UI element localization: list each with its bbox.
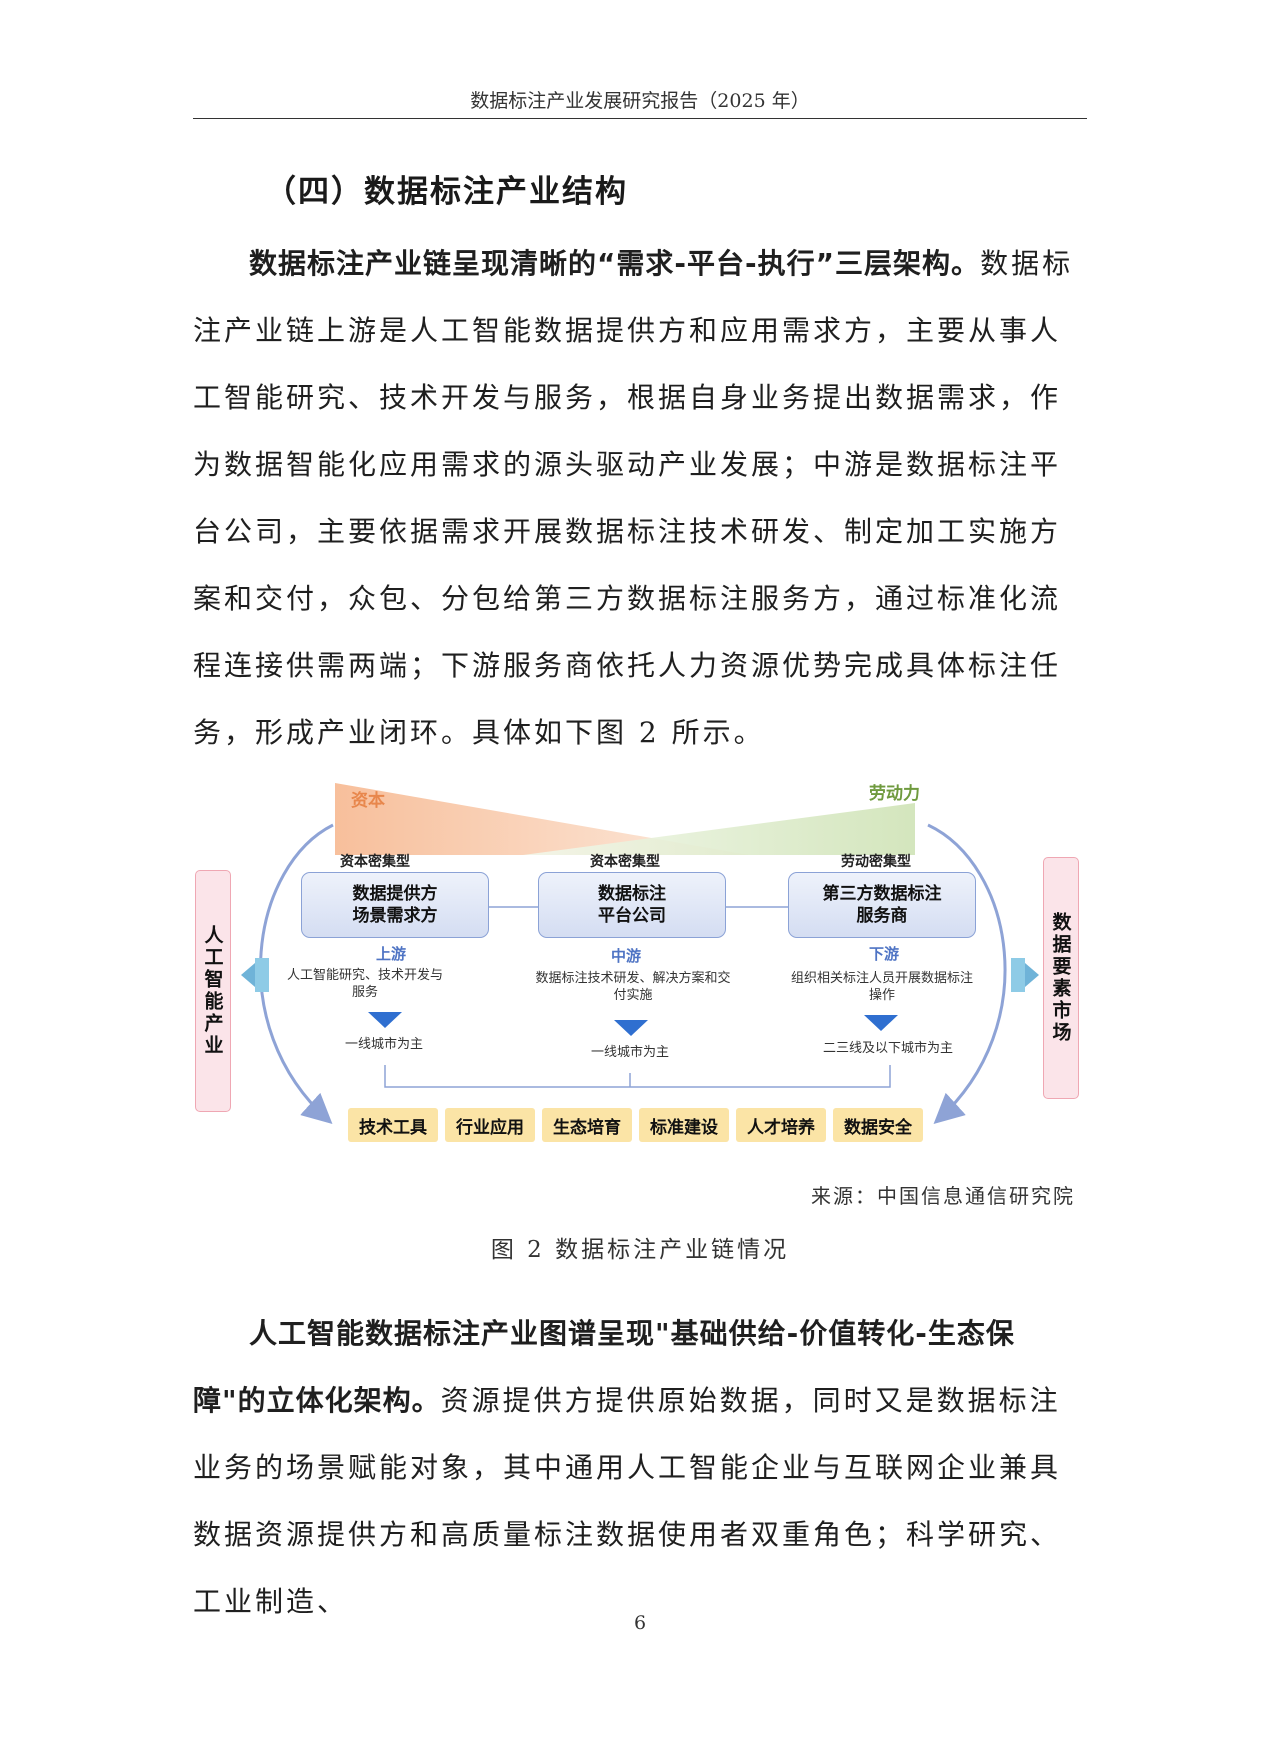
downstream-box-line2: 服务商 (856, 906, 908, 926)
upstream-intensity: 资本密集型 (340, 854, 410, 870)
downstream-down-arrow-icon (864, 1015, 898, 1031)
paragraph-1-lead: 数据标注产业链呈现清晰的“需求-平台-执行”三层架构。 (249, 247, 981, 280)
left-loop-arc (259, 823, 334, 1125)
industry-chain-figure: 资本 劳动力 资本密集型 资本密集型 劳动密集型 数据提供方 场景需求方 数据标… (193, 775, 1087, 1155)
paragraph-2-lead: 人工智能数据标注产业图谱呈现"基础供给-价值转化-生态保障"的立体化架构。 (193, 1317, 1015, 1417)
midstream-label: 中游 (611, 947, 642, 965)
capital-label: 资本 (351, 791, 385, 811)
left-side-arrow-head (241, 963, 255, 987)
downstream-city: 二三线及以下城市为主 (823, 1041, 954, 1056)
data-market-label: 数据要素市场 (1049, 912, 1072, 1044)
figure-graphics (241, 783, 1039, 1125)
chip-standards: 标准建设 (639, 1108, 729, 1142)
data-market-panel: 数据要素市场 (1043, 857, 1079, 1099)
downstream-label: 下游 (869, 945, 900, 963)
bottom-bracket (384, 1065, 891, 1088)
downstream-box-line1: 第三方数据标注 (822, 884, 942, 904)
chip-talent: 人才培养 (736, 1108, 826, 1142)
left-side-arrow-body (255, 958, 269, 992)
chip-ecosystem: 生态培育 (542, 1108, 632, 1142)
capital-wedge (335, 783, 749, 855)
midstream-box-line2: 平台公司 (598, 906, 666, 926)
downstream-intensity: 劳动密集型 (841, 854, 911, 870)
upstream-city: 一线城市为主 (345, 1037, 424, 1052)
chip-data-security: 数据安全 (833, 1108, 923, 1142)
running-header: 数据标注产业发展研究报告（2025 年） (470, 90, 810, 112)
chip-tech-tools: 技术工具 (348, 1108, 438, 1142)
right-side-arrow-head (1025, 963, 1039, 987)
ai-industry-label: 人工智能产业 (201, 925, 224, 1057)
midstream-desc: 数据标注技术研发、解决方案和交付实施 (535, 971, 731, 1003)
downstream-box: 第三方数据标注 服务商 (788, 872, 976, 938)
paragraph-1: 数据标注产业链呈现清晰的“需求-平台-执行”三层架构。数据标注产业链上游是人工智… (193, 230, 1077, 766)
downstream-desc: 组织相关标注人员开展数据标注操作 (790, 971, 973, 1003)
paragraph-1-body: 数据标注产业链上游是人工智能数据提供方和应用需求方，主要从事人工智能研究、技术开… (193, 247, 1074, 749)
page-number: 6 (633, 1612, 647, 1634)
paragraph-2: 人工智能数据标注产业图谱呈现"基础供给-价值转化-生态保障"的立体化架构。资源提… (193, 1300, 1077, 1635)
upstream-down-arrow-icon (368, 1012, 402, 1028)
midstream-city: 一线城市为主 (591, 1045, 670, 1060)
upstream-desc: 人工智能研究、技术开发与服务 (286, 968, 443, 1000)
right-side-arrow-body (1011, 958, 1025, 992)
labor-label: 劳动力 (869, 784, 920, 804)
ai-industry-panel: 人工智能产业 (195, 870, 231, 1112)
section-title: （四）数据标注产业结构 (265, 174, 628, 210)
midstream-down-arrow-icon (614, 1020, 648, 1036)
upstream-label: 上游 (376, 945, 407, 963)
figure-caption: 图 2 数据标注产业链情况 (490, 1237, 790, 1263)
chip-industry-app: 行业应用 (445, 1108, 535, 1142)
upstream-box-line2: 场景需求方 (352, 906, 438, 926)
midstream-box-line1: 数据标注 (598, 884, 666, 904)
upstream-box-line1: 数据提供方 (352, 884, 438, 904)
figure-source: 来源：中国信息通信研究院 (811, 1184, 1075, 1208)
paragraph-2-body: 资源提供方提供原始数据，同时又是数据标注业务的场景赋能对象，其中通用人工智能企业… (193, 1384, 1062, 1618)
midstream-intensity: 资本密集型 (590, 854, 660, 870)
right-loop-arc (927, 823, 1007, 1125)
labor-wedge (523, 803, 915, 855)
header-rule (193, 118, 1087, 119)
midstream-box: 数据标注 平台公司 (538, 872, 726, 938)
upstream-box: 数据提供方 场景需求方 (301, 872, 489, 938)
